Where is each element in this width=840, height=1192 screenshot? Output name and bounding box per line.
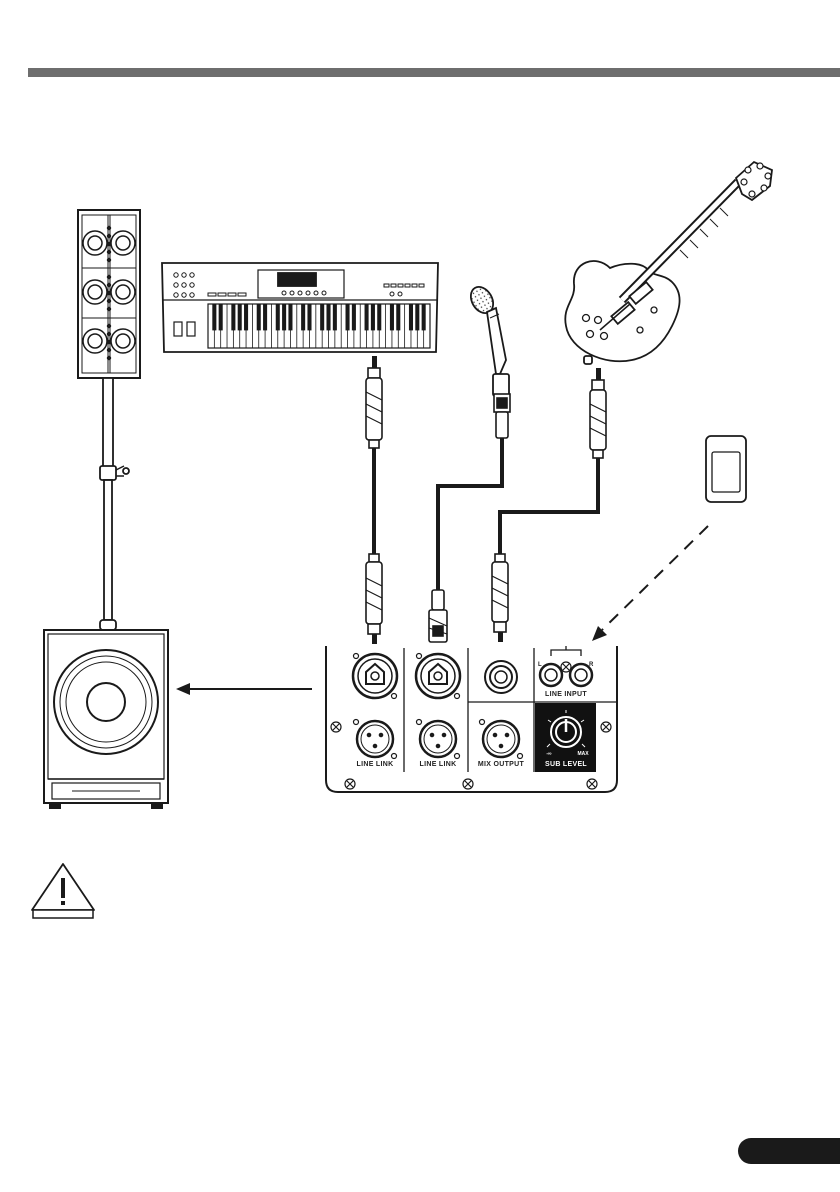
electric-guitar — [565, 162, 772, 364]
keyboard-cable-top — [366, 356, 382, 448]
instrument-jack — [485, 661, 517, 693]
subwoofer — [44, 630, 168, 808]
keyboard-cable-bottom — [366, 554, 382, 644]
mic-cable-bottom — [429, 590, 447, 642]
combo-input-1 — [353, 654, 397, 699]
microphone — [466, 283, 509, 396]
page-number-tab — [738, 1138, 840, 1164]
ch2-link-label: LINE LINK — [420, 761, 457, 768]
guitar-cable-bottom — [492, 554, 508, 642]
combo-input-2 — [416, 654, 460, 699]
mix-output-label: MIX OUTPUT — [478, 761, 525, 768]
guitar-cable-top — [590, 368, 606, 458]
ch1-link-label: LINE LINK — [357, 761, 394, 768]
cables — [374, 436, 598, 592]
line-input-left-label: L — [538, 662, 542, 668]
mic-cable-top — [494, 394, 510, 438]
header-bar — [28, 68, 840, 77]
output-arrow — [176, 683, 312, 695]
speaker-pole — [100, 378, 129, 630]
sub-level-min-label: -∞ — [546, 751, 552, 757]
line-input-right-label: R — [589, 662, 594, 668]
keyboard — [162, 263, 438, 352]
sub-level-max-label: MAX — [577, 751, 589, 757]
line-input-label: LINE INPUT — [545, 691, 587, 698]
warning-icon — [32, 864, 94, 918]
rear-panel — [326, 646, 617, 792]
column-speaker — [78, 210, 140, 378]
wireless-link — [592, 526, 708, 641]
smartphone — [706, 436, 746, 502]
sub-level-label: SUB LEVEL — [545, 761, 587, 768]
